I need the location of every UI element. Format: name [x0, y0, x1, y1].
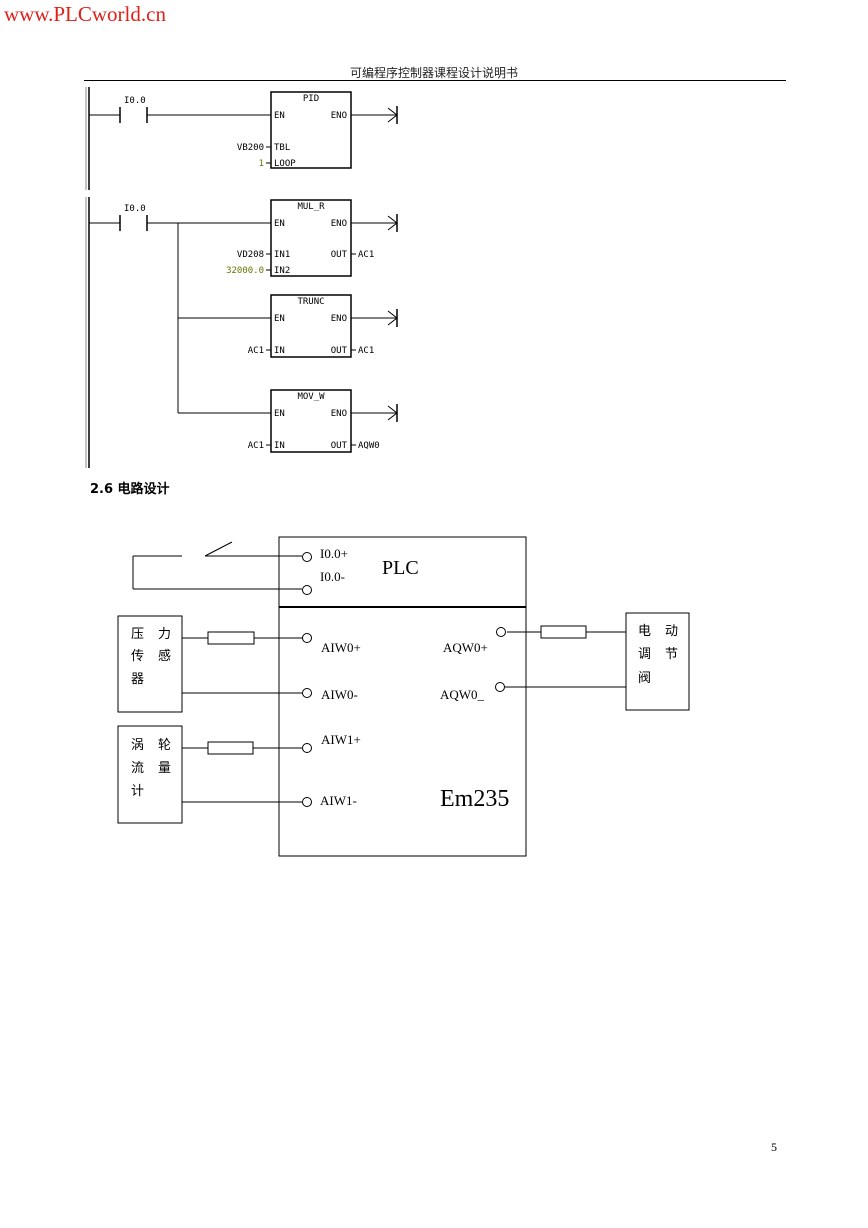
terminal-label: AIW0-	[321, 687, 358, 702]
pin-value: AQW0	[358, 441, 380, 451]
flowmeter-char: 流	[131, 761, 144, 776]
mov-block-name: MOV_W	[297, 392, 325, 402]
em235-label: Em235	[440, 786, 509, 812]
flowmeter-char: 轮	[158, 738, 171, 753]
en-label: EN	[274, 111, 285, 121]
flowmeter-char: 量	[158, 761, 171, 776]
eno-label: ENO	[331, 111, 347, 121]
en-label: EN	[274, 219, 285, 229]
page-number: 5	[771, 1140, 777, 1154]
contact-label: I0.0	[124, 96, 146, 106]
eno-label: ENO	[331, 314, 347, 324]
section-title: 2.6 电路设计	[90, 482, 170, 497]
flowmeter-char: 涡	[131, 738, 144, 753]
header-rule	[84, 80, 786, 81]
plc-label: PLC	[382, 557, 419, 579]
ladder-diagram	[85, 87, 398, 468]
pin-label: LOOP	[274, 159, 296, 169]
flowmeter-char: 计	[131, 784, 144, 799]
pin-label: IN	[274, 346, 285, 356]
contact-label: I0.0	[124, 204, 146, 214]
trunc-block-name: TRUNC	[297, 297, 324, 307]
pressure-sensor-char: 压	[131, 627, 144, 642]
pin-label: OUT	[331, 346, 348, 356]
pressure-sensor-char: 感	[158, 648, 171, 664]
eno-label: ENO	[331, 409, 347, 419]
running-head: 可编程序控制器课程设计说明书	[349, 66, 518, 80]
pin-value: VD208	[237, 250, 264, 260]
valve-char: 动	[665, 624, 678, 639]
pin-value: 1	[259, 159, 264, 169]
pressure-sensor-char: 器	[131, 672, 144, 687]
valve-char: 调	[638, 647, 651, 662]
pin-value: AC1	[358, 250, 374, 260]
valve-char: 阀	[638, 671, 651, 686]
pin-label: IN1	[274, 250, 290, 260]
terminal-label: AQW0+	[443, 640, 488, 655]
en-label: EN	[274, 314, 285, 324]
circuit-diagram	[117, 536, 690, 857]
valve-char: 电	[638, 624, 651, 639]
pin-label: OUT	[331, 250, 348, 260]
terminal-label: AIW0+	[321, 640, 361, 655]
pressure-sensor-char: 力	[158, 627, 171, 642]
en-label: EN	[274, 409, 285, 419]
pin-value: AC1	[248, 346, 264, 356]
pin-label: IN2	[274, 266, 290, 276]
pin-value: AC1	[248, 441, 264, 451]
pin-label: IN	[274, 441, 285, 451]
pin-label: TBL	[274, 143, 290, 153]
pin-label: OUT	[331, 441, 348, 451]
valve-char: 节	[665, 647, 678, 662]
pin-value: VB200	[237, 143, 264, 153]
watermark: www.PLCworld.cn	[4, 2, 166, 26]
terminal-label: I0.0-	[320, 569, 345, 584]
terminal-label: AQW0_	[440, 687, 485, 702]
terminal-label: AIW1+	[321, 732, 361, 747]
pressure-sensor-char: 传	[131, 649, 144, 664]
terminal-label: AIW1-	[320, 793, 357, 808]
pin-value: 32000.0	[226, 266, 264, 276]
pin-value: AC1	[358, 346, 374, 356]
mul-block-name: MUL_R	[297, 202, 325, 212]
terminal-label: I0.0+	[320, 546, 348, 561]
eno-label: ENO	[331, 219, 347, 229]
pid-block-name: PID	[303, 94, 319, 104]
